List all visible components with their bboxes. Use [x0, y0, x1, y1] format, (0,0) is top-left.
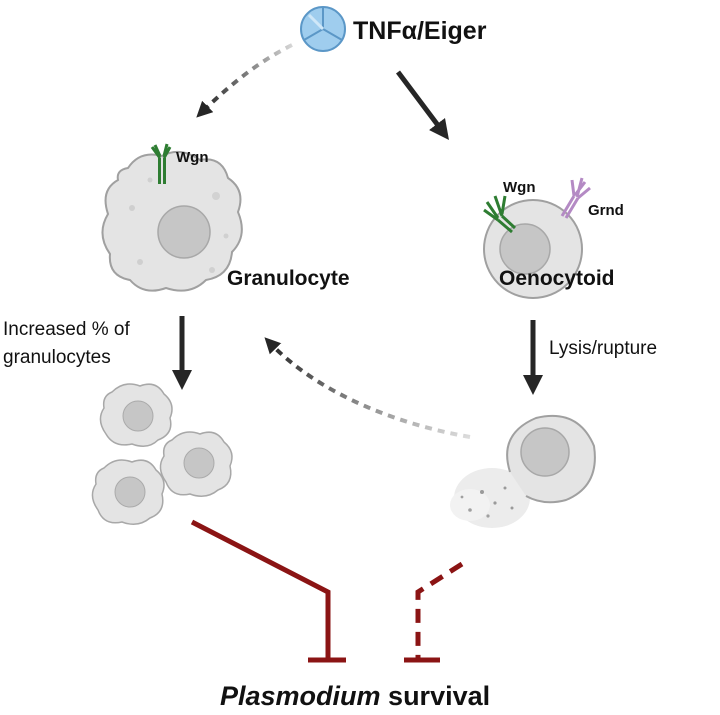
wgn-receptor-icon: [483, 195, 517, 234]
granulocyte-receptor-label: Wgn: [176, 149, 208, 166]
granulocyte-process-line2: granulocytes: [3, 347, 111, 368]
oenocytoid-label: Oenocytoid: [499, 267, 615, 290]
granulocyte-label: Granulocyte: [227, 267, 350, 290]
oenocytoid-receptor1-label: Wgn: [503, 179, 535, 196]
tnf-trimer-icon: [300, 6, 346, 52]
ruptured-oenocytoid: [450, 414, 596, 528]
grnd-receptor-icon: [560, 177, 591, 219]
granulocyte-inhibition-line: [190, 519, 346, 663]
ligand-to-oenocytoid-arrow: [396, 70, 449, 140]
outcome-italic: Plasmodium: [220, 681, 381, 711]
outcome-title: Plasmodium survival: [220, 681, 490, 711]
wgn-receptor-icon: [150, 143, 172, 184]
oenocytoid-receptor2-label: Grnd: [588, 202, 624, 219]
outcome-rest: survival: [381, 681, 491, 711]
oenocytoid-cell: [483, 199, 583, 299]
feedback-arrow: [264, 337, 471, 439]
ligand-to-granulocyte-arrow: [196, 43, 293, 118]
ligand-label: TNFα/Eiger: [353, 17, 487, 45]
granulocyte-process-line1: Increased % of: [3, 319, 130, 340]
oenocytoid-process-label: Lysis/rupture: [549, 338, 657, 359]
granulocyte-cell: [101, 150, 243, 292]
oenocytoid-inhibition-line: [404, 561, 464, 663]
granulocyte-cluster: [91, 383, 233, 525]
